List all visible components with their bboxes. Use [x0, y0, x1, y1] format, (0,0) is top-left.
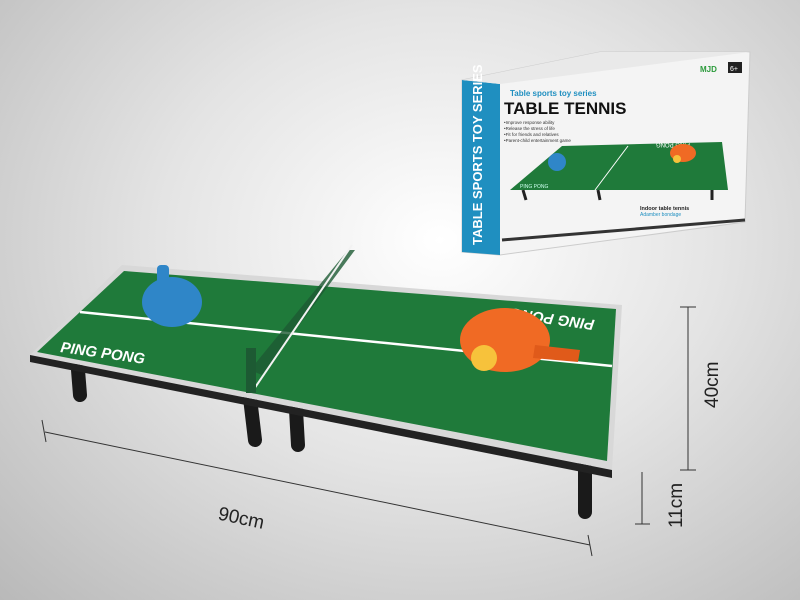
box-spine-text: TABLE SPORTS TOY SERIES [470, 64, 485, 245]
box-product-name: Indoor table tennis [640, 206, 689, 212]
width-label: 40cm [702, 362, 723, 408]
box-feature: •Fit for friends and relatives [504, 132, 559, 137]
ball [471, 345, 497, 371]
dimension-lines [41, 306, 696, 557]
box-feature: •Parent-child entertainment game [504, 138, 571, 143]
box-table-text: PING PONG [520, 184, 548, 190]
ping-pong-table: PING PONG PING PONG [30, 244, 622, 519]
blue-paddle [142, 265, 202, 327]
product-box: TABLE SPORTS TOY SERIES Table sports toy… [461, 51, 751, 256]
net [250, 250, 355, 375]
length-label: 90cm [216, 504, 266, 534]
box-spine [462, 80, 500, 255]
box-title: TABLE TENNIS [504, 99, 626, 118]
box-table-text: PING PONG [656, 141, 690, 147]
box-age-badge: 6+ [730, 66, 738, 73]
box-subtitle: Table sports toy series [510, 89, 597, 98]
box-feature: •Improve response ability [504, 120, 555, 125]
box-product-note: Adamber bondage [640, 212, 681, 218]
box-feature: •Release the stress of life [504, 126, 555, 131]
height-label: 11cm [666, 483, 687, 528]
box-brand-logo: MJD [700, 65, 717, 74]
